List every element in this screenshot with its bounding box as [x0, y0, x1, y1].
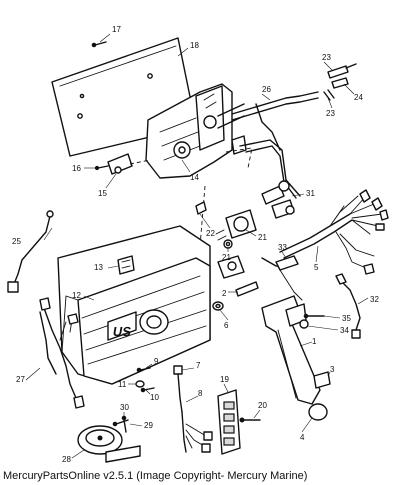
callout-26: 26 — [262, 85, 271, 94]
part-8-wire-harness — [181, 411, 213, 453]
callout-18: 18 — [190, 41, 199, 50]
part-26-control-cables — [231, 91, 319, 199]
callout-19: 19 — [220, 375, 229, 384]
part-11-washer — [135, 380, 145, 388]
callout-36: 35 — [342, 314, 351, 323]
callout-10: 10 — [150, 393, 159, 402]
housing-logo: US — [111, 324, 133, 339]
part-29-warning-horn — [77, 425, 141, 463]
callout-30: 29 — [144, 421, 153, 430]
part-4-handle-knob — [308, 403, 328, 421]
callout-13: 13 — [94, 263, 103, 272]
callout-9: 9 — [154, 357, 159, 366]
assembly-line — [199, 185, 206, 247]
callout-14: 14 — [190, 173, 199, 182]
callout-31: 30 — [120, 403, 129, 412]
callout-20: 20 — [258, 401, 267, 410]
part-6-washer — [212, 301, 224, 311]
part-14-control-mechanism — [145, 83, 247, 179]
part-22-nut — [223, 239, 233, 249]
callout-2: 2 — [222, 289, 227, 298]
assembly-line — [129, 159, 151, 165]
callout-17: 17 — [112, 25, 121, 34]
part-32-ignition-key — [261, 180, 295, 219]
callout-28: 27 — [16, 375, 25, 384]
callout-34: 33 — [278, 243, 287, 252]
part-12-control-housing — [57, 225, 211, 385]
part-1-control-handle — [261, 295, 321, 405]
callout-6: 6 — [224, 321, 229, 330]
part-28-wire-leads — [39, 297, 85, 409]
callout-4: 4 — [300, 433, 305, 442]
part-23-clip — [323, 89, 335, 101]
copyright-footer: MercuryPartsOnline v2.5.1 (Image Copyrig… — [3, 470, 308, 482]
part-switch-assembly — [217, 255, 245, 279]
part-15-bushing — [107, 153, 133, 175]
part-9-screw — [136, 367, 151, 373]
callout-3: 3 — [330, 365, 335, 374]
part-20-screw — [239, 417, 261, 423]
callout-25: 24 — [354, 93, 363, 102]
part-10-screw — [140, 387, 155, 393]
callout-1: 1 — [312, 337, 317, 346]
callout-29: 28 — [62, 455, 71, 464]
part-36-screw — [303, 313, 325, 319]
part-7-trim-switch — [173, 365, 183, 413]
assembly-line — [225, 147, 253, 169]
part-35-nut — [299, 319, 309, 329]
part-19-terminal-block — [217, 389, 241, 455]
callout-12: 12 — [72, 291, 81, 300]
callout-32: 31 — [306, 189, 315, 198]
callout-21: 21 — [258, 233, 267, 242]
callout-7: 7 — [196, 361, 201, 370]
part-34-connector — [261, 255, 303, 301]
part-27-lead-wire — [7, 210, 54, 293]
leader-lines — [25, 33, 369, 459]
callout-numbers: 17 18 14 15 16 26 23 24 23 31 22 21 21 3… — [12, 25, 379, 464]
callout-24: 23 — [322, 53, 331, 62]
part-3-tab — [313, 371, 331, 389]
callout-8: 8 — [198, 389, 203, 398]
callout-11: 11 — [118, 380, 127, 389]
part-16-screw — [94, 165, 109, 171]
callout-22: 21 — [222, 253, 231, 262]
part-24-cable-end — [327, 63, 357, 79]
callout-23-upper: 23 — [326, 109, 335, 118]
part-13-plug — [117, 255, 135, 275]
part-33-wire-lead — [335, 273, 361, 339]
part-30-screw — [112, 419, 129, 427]
part-21-ignition-switch — [195, 201, 257, 241]
part-25-pin — [331, 77, 349, 89]
callout-5: 5 — [314, 263, 319, 272]
callout-23-lower: 22 — [206, 229, 215, 238]
part-17-screw — [91, 41, 107, 48]
callout-27: 25 — [12, 237, 21, 246]
part-5-wire-harness — [279, 189, 389, 275]
callout-35: 34 — [340, 326, 349, 335]
callout-16: 16 — [72, 164, 81, 173]
part-2-shaft — [235, 281, 259, 297]
callout-15: 15 — [98, 189, 107, 198]
part-31-screw — [121, 415, 127, 433]
callout-33: 32 — [370, 295, 379, 304]
